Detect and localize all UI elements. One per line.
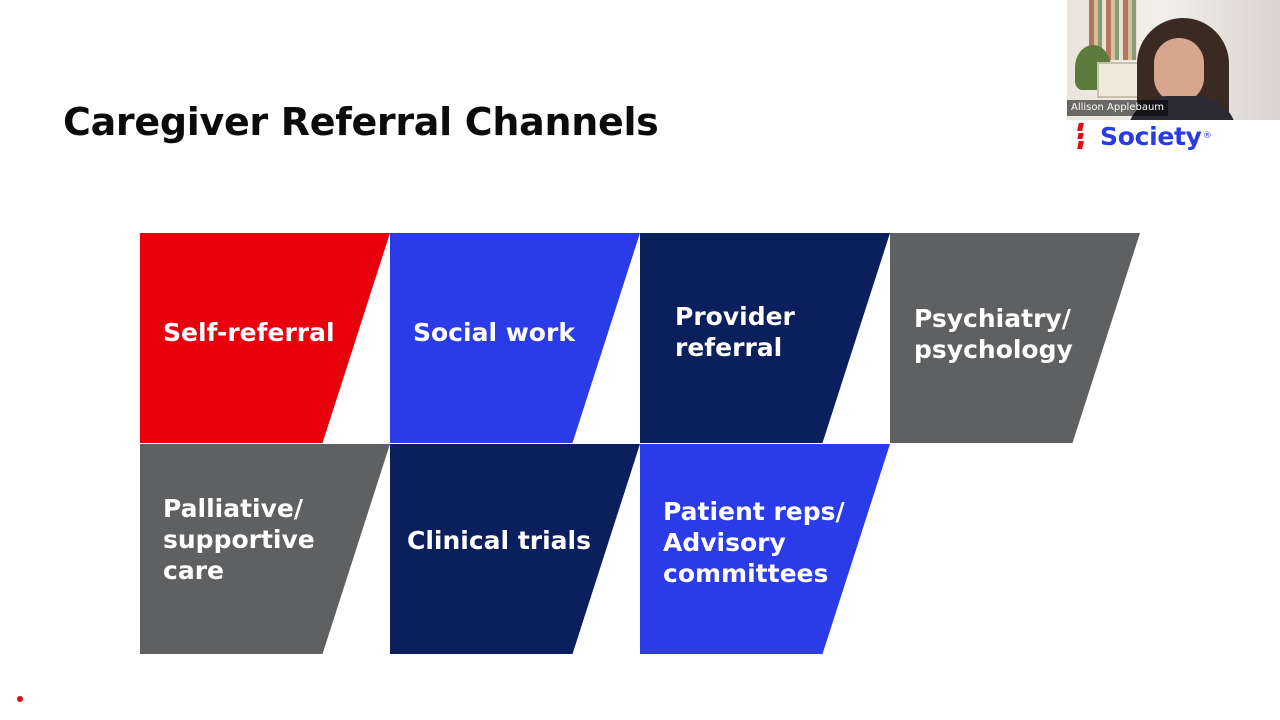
tile-label: Self-referral <box>163 318 335 347</box>
tile-label: Patient reps/ Advisory committees <box>663 497 845 588</box>
tile-self-referral: Self-referral <box>140 233 390 443</box>
tile-social-work: Social work <box>390 233 640 443</box>
logo-text: Society <box>1100 121 1202 151</box>
picture-frame-background <box>1097 62 1143 98</box>
participant-video-thumbnail[interactable] <box>1067 0 1280 120</box>
tile-provider-referral: Provider referral <box>640 233 890 443</box>
tile-label: Palliative/ supportive care <box>163 494 315 585</box>
tile-clinical-trials: Clinical trials <box>390 444 640 654</box>
slide-title: Caregiver Referral Channels <box>63 100 659 144</box>
participant-face <box>1154 38 1204 102</box>
tile-label: Provider referral <box>675 302 795 362</box>
logo-registered-mark: ® <box>1202 131 1212 141</box>
society-logo: Society ® <box>1076 120 1212 152</box>
participant-name-label: Allison Applebaum <box>1067 100 1169 116</box>
tile-label: Psychiatry/ psychology <box>914 304 1073 364</box>
tile-palliative-supportive-care: Palliative/ supportive care <box>140 444 390 654</box>
tile-psychiatry-psychology: Psychiatry/ psychology <box>890 233 1140 443</box>
laser-pointer-dot <box>17 696 23 702</box>
tile-label: Social work <box>413 318 575 347</box>
tile-patient-reps-advisory-committees: Patient reps/ Advisory committees <box>640 444 890 654</box>
logo-mark-icon <box>1076 123 1086 149</box>
tile-label: Clinical trials <box>407 526 591 555</box>
